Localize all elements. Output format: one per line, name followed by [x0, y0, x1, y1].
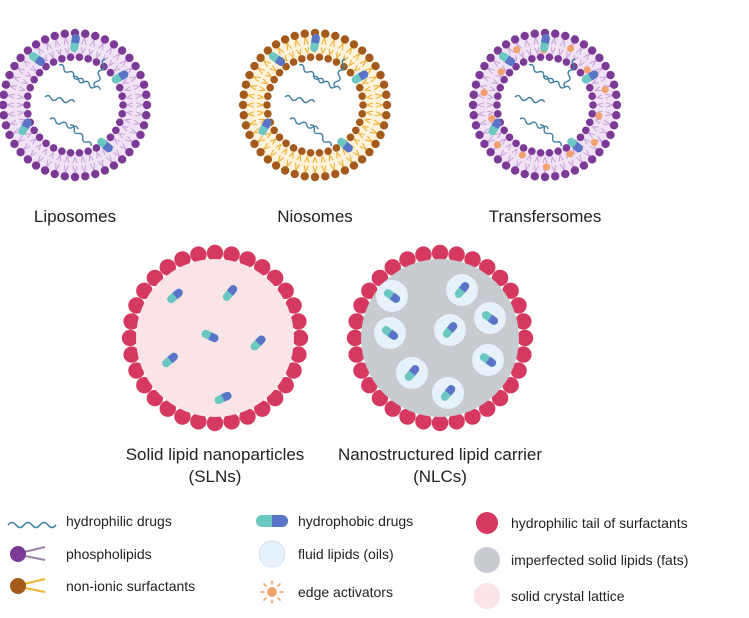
legend-non-ionic-surfactants: non-ionic surfactants — [66, 578, 196, 594]
edge-activator — [497, 68, 505, 76]
sln-label-line1: Solid lipid nanoparticles — [125, 445, 305, 464]
edge-activator — [513, 46, 521, 54]
legend-solid-crystal-lattice: solid crystal lattice — [511, 588, 625, 604]
sln-diagram — [121, 244, 309, 432]
hydrophilic-tail-icon — [476, 512, 498, 534]
nlc-diagram — [346, 244, 534, 432]
hydrophobic-drug-icon — [256, 515, 288, 527]
liposomes-label: Liposomes — [33, 207, 117, 226]
edge-activator — [542, 163, 551, 171]
edge-activator — [518, 151, 526, 159]
legend-icons — [7, 512, 500, 609]
legend-hydrophilic-drugs: hydrophilic drugs — [66, 513, 172, 529]
imperfected-solid-lipid-icon — [474, 547, 500, 573]
edge-activator — [493, 141, 502, 149]
fluid-lipid-icon — [258, 540, 286, 568]
nlc-label-line2: (NLCs) — [413, 467, 467, 486]
edge-activator — [595, 112, 603, 120]
niosomes-label: Niosomes — [277, 207, 353, 226]
edge-activator — [590, 138, 599, 147]
edge-activator — [480, 89, 488, 97]
transfersomes-label: Transfersomes — [488, 207, 602, 226]
liposome-diagram — [0, 28, 152, 182]
phospholipid-icon — [10, 546, 46, 562]
edge-activator — [566, 44, 575, 53]
hydrophilic-drug-icon — [7, 521, 57, 529]
edge-activator — [601, 86, 609, 94]
legend-imperfected-solid-lipids: imperfected solid lipids (fats) — [511, 552, 689, 568]
edge-activator — [566, 150, 574, 158]
legend-edge-activators: edge activators — [298, 584, 393, 600]
nlc-label-line1: Nanostructured lipid carrier — [337, 445, 543, 464]
edge-activator-icon — [260, 580, 284, 604]
solid-crystal-lattice-icon — [474, 583, 500, 609]
edge-activator — [583, 66, 591, 74]
sln-label-line2: (SLNs) — [188, 467, 242, 486]
transfersome-diagram — [468, 28, 622, 182]
legend-hydrophobic-drugs: hydrophobic drugs — [298, 513, 414, 529]
niosome-diagram — [238, 28, 392, 182]
sln-label: Solid lipid nanoparticles (SLNs) — [95, 444, 335, 488]
legend-hydrophilic-tail: hydrophilic tail of surfactants — [511, 515, 688, 531]
legend-fluid-lipids: fluid lipids (oils) — [298, 546, 394, 562]
edge-activator — [488, 114, 496, 123]
non-ionic-surfactant-icon — [10, 578, 46, 594]
nlc-label: Nanostructured lipid carrier (NLCs) — [320, 444, 560, 488]
legend-phospholipids: phospholipids — [66, 546, 152, 562]
